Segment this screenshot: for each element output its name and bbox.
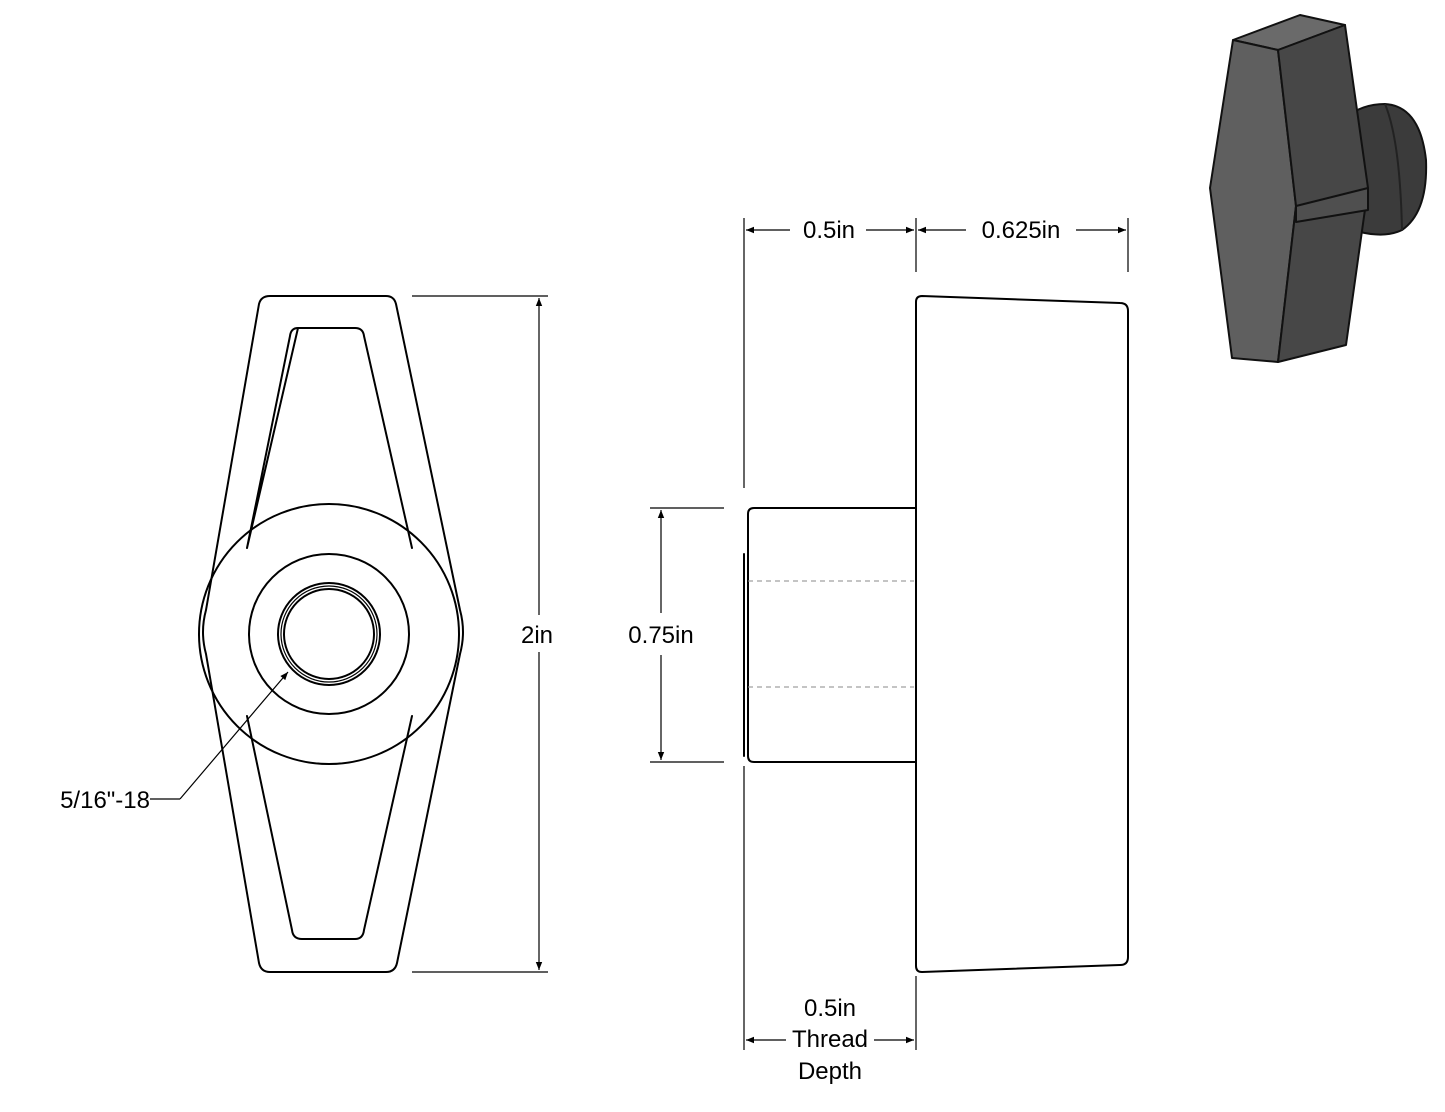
iso-hub-rim	[1384, 103, 1403, 231]
thread-depth-word-thread: Thread	[792, 1026, 868, 1053]
hub-length-label: 0.5in	[803, 217, 855, 244]
wing-thickness-label: 0.625in	[982, 217, 1061, 244]
wing-side-profile	[915, 295, 1129, 973]
thread-leader-line	[179, 671, 289, 800]
thread-depth-word-depth: Depth	[798, 1058, 862, 1085]
wing-inner-recess	[246, 327, 413, 940]
thread-pitch-circle	[280, 585, 378, 683]
thread-depth-value: 0.5in	[804, 995, 856, 1022]
hub-diameter-label: 0.75in	[628, 622, 693, 649]
thread-callout-label: 5/16"-18	[60, 787, 150, 814]
hub-outer-circle	[198, 503, 460, 765]
hub-shoulder-circle	[248, 553, 410, 715]
iso-wing-mid-band	[1295, 187, 1369, 223]
side-view: 0.5in 0.625in 0.75in 0.5in Thread Depth	[628, 217, 1129, 1085]
wing-outline	[202, 295, 464, 973]
front-view: 5/16"-18 2in	[60, 295, 553, 973]
thread-minor-circle	[283, 588, 375, 680]
height-dimension-label: 2in	[521, 622, 553, 649]
isometric-render	[1209, 14, 1428, 363]
hub-side-profile	[747, 507, 917, 763]
thread-major-circle	[277, 582, 381, 686]
